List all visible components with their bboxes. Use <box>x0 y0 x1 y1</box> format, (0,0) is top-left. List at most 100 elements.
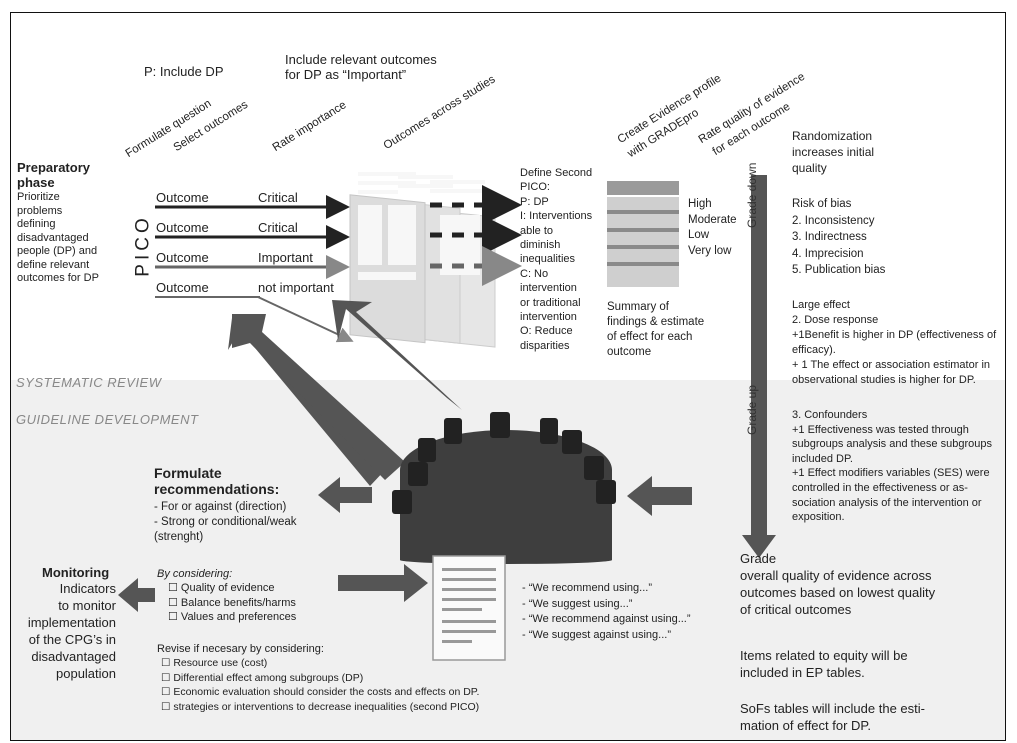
rating-label: Important <box>258 250 313 265</box>
grade-overall-line: overall quality of evidence across <box>740 568 932 583</box>
preparatory-desc-line: problems <box>17 204 63 217</box>
second-pico-line: C: No <box>520 267 549 280</box>
upgrade-item: + 1 The effect or association estimator … <box>792 359 991 371</box>
second-pico-line: O: Reduce <box>520 325 573 338</box>
pico-label: PICO <box>132 214 154 277</box>
outcome-label: Outcome <box>156 220 209 235</box>
formulate-rec-item: (strenght) <box>154 531 204 543</box>
downgrade-item: 2. Inconsistency <box>792 214 875 227</box>
include-outcomes-line2: for DP as “Important” <box>285 67 407 82</box>
grade-overall-line: Grade <box>740 551 777 566</box>
second-pico-line: inequalities <box>520 253 576 266</box>
sof-note-line: SoFs tables will include the esti- <box>740 701 925 716</box>
downgrade-item: Risk of bias <box>792 198 852 210</box>
section-guideline-development: GUIDELINE DEVELOPMENT <box>16 412 199 427</box>
formulate-rec-title-2: recommendations: <box>154 481 280 497</box>
monitoring-line: Indicators <box>59 581 116 596</box>
quality-level: High <box>688 198 712 210</box>
second-pico-line: able to <box>520 224 554 237</box>
grade-overall: Grade overall quality of evidence across… <box>740 550 935 618</box>
rating-label: Critical <box>258 190 298 205</box>
revise-item: ☐ Differential effect among subgroups (D… <box>161 671 364 684</box>
grade-arrow <box>742 175 776 558</box>
second-pico-line: PICO: <box>520 181 550 194</box>
preparatory-title-1: Preparatory <box>17 160 90 175</box>
summary-findings: Summary of findings & estimate of effect… <box>607 300 704 360</box>
preparatory-title-2: phase <box>17 175 55 190</box>
second-pico-line: intervention <box>520 282 577 295</box>
second-pico-line: I: Interventions <box>520 210 593 223</box>
formulate-rec-item: - For or against (direction) <box>154 501 287 513</box>
second-pico-line: Define Second <box>520 167 593 179</box>
recommend-phrase: - “We suggest against using...” <box>522 628 671 641</box>
equity-note-line: included in EP tables. <box>740 665 865 680</box>
downgrade-list: Risk of bias 2. Inconsistency 3. Indirec… <box>792 196 885 279</box>
confounder-item: subgroups analysis and these subgroups <box>792 438 992 451</box>
second-pico: Define Second PICO: P: DP I: Interventio… <box>520 166 592 353</box>
include-outcomes-line1: Include relevant outcomes <box>285 52 437 67</box>
confounder-item: included DP. <box>792 452 853 465</box>
revise-item: ☐ Economic evaluation should consider th… <box>161 686 480 698</box>
second-pico-line: disparities <box>520 339 570 352</box>
randomization-note: Randomization increases initial quality <box>792 128 874 176</box>
sof-note: SoFs tables will include the esti- matio… <box>740 700 925 734</box>
study-documents <box>349 172 496 348</box>
considering-item: ☐ Balance benefits/harms <box>168 596 296 609</box>
sof-note-line: mation of effect for DP. <box>740 718 872 733</box>
preparatory-desc-line: Prioritize <box>17 191 60 203</box>
monitoring-line: of the CPG’s in <box>28 632 116 647</box>
revise-items: ☐ Resource use (cost) ☐ Differential eff… <box>161 656 479 714</box>
grade-overall-line: of critical outcomes <box>740 602 852 617</box>
considering-items: ☐ Quality of evidence ☐ Balance benefits… <box>168 581 296 625</box>
monitoring-line: population <box>56 666 116 681</box>
preparatory-desc-line: outcomes for DP <box>17 272 99 284</box>
upgrade-item: observational studies is higher for DP. <box>792 374 976 386</box>
preparatory-desc-line: disadvantaged <box>17 231 89 244</box>
upgrade-item: 2. Dose response <box>792 314 879 326</box>
rating-label: not important <box>258 280 334 295</box>
section-systematic-review: SYSTEMATIC REVIEW <box>16 375 162 390</box>
confounder-item: controlled in the effectiveness or as- <box>792 481 968 494</box>
second-pico-line: P: DP <box>520 195 549 208</box>
downgrade-item: 3. Indirectness <box>792 231 867 243</box>
recommend-phrase: - “We suggest using...” <box>522 597 633 610</box>
quality-level: Moderate <box>688 213 737 226</box>
recommend-phrase: - “We recommend using...” <box>522 582 653 594</box>
outcome-arrows <box>155 195 354 343</box>
downgrade-item: 5. Publication bias <box>792 264 886 276</box>
quality-levels: High Moderate Low Very low <box>688 197 737 259</box>
upgrade-list: Large effect 2. Dose response +1Benefit … <box>792 298 996 388</box>
formulate-rec-title-1: Formulate <box>154 465 222 481</box>
quality-level: Very low <box>688 244 732 257</box>
monitoring-title: Monitoring <box>42 565 110 580</box>
monitoring-line: disadvantaged <box>31 649 116 664</box>
confounder-item: 3. Confounders <box>792 409 868 421</box>
grade-overall-line: outcomes based on lowest quality <box>740 585 936 600</box>
equity-note: Items related to equity will be included… <box>740 647 908 681</box>
confounder-item: exposition. <box>792 511 845 524</box>
confounder-item: sociation analysis of the intervention o… <box>792 496 982 509</box>
formulate-rec-items: - For or against (direction) - Strong or… <box>154 500 297 545</box>
considering-item: ☐ Values and preferences <box>168 611 297 624</box>
rating-label: Critical <box>258 220 298 235</box>
revise-heading: Revise if necesary by considering: <box>157 643 324 655</box>
summary-line: findings & estimate <box>607 316 705 328</box>
outcome-label: Outcome <box>156 190 209 205</box>
feedback-arrows <box>228 300 462 486</box>
confounder-item: +1 Effectiveness was tested through <box>792 423 969 436</box>
recommend-phrases: - “We recommend using...” - “We suggest … <box>522 581 691 643</box>
revise-item: ☐ strategies or interventions to decreas… <box>161 700 480 713</box>
upgrade-item: +1Benefit is higher in DP (effectiveness… <box>792 329 997 341</box>
preparatory-desc-line: define relevant <box>17 258 90 271</box>
block-arrows <box>118 476 692 612</box>
second-pico-line: diminish <box>520 239 561 252</box>
monitoring-line: to monitor <box>58 598 116 613</box>
summary-line: of effect for each <box>607 331 693 343</box>
revise-item: ☐ Resource use (cost) <box>161 657 268 669</box>
grade-up-label: Grade up <box>745 384 759 435</box>
randomization-line: quality <box>792 161 827 175</box>
monitoring-desc: Indicators to monitor implementation of … <box>16 580 116 682</box>
confounders-list: 3. Confounders +1 Effectiveness was test… <box>792 408 992 525</box>
